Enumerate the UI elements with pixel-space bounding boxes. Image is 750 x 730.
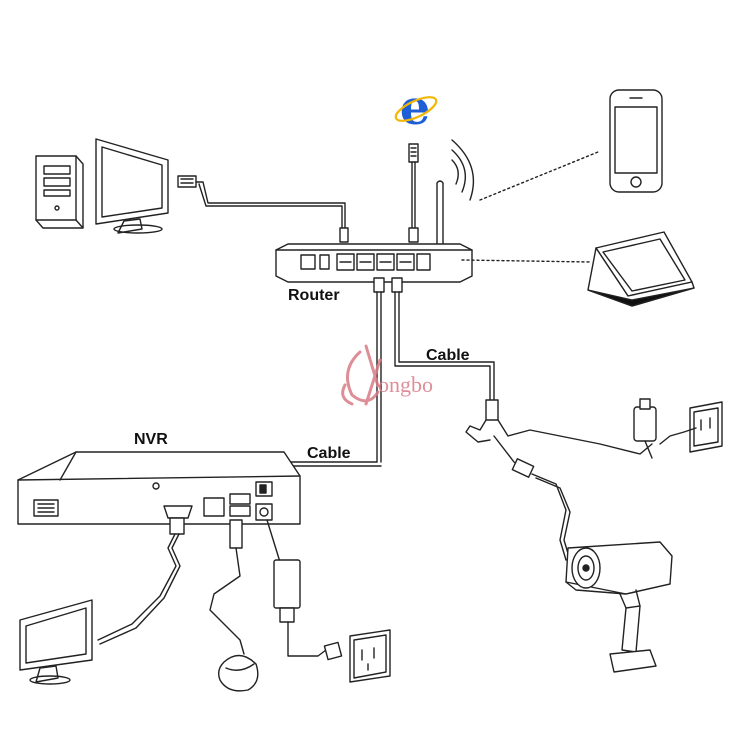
wireless-links xyxy=(461,151,599,263)
pc-cable xyxy=(177,175,349,243)
pc-monitor xyxy=(95,138,169,234)
camera-splitter xyxy=(465,399,653,561)
mouse xyxy=(217,654,259,692)
router-camera-cable-label: Cable xyxy=(426,347,470,364)
router xyxy=(275,243,473,283)
internet-cable xyxy=(408,143,419,243)
camera-power-adapter xyxy=(633,398,657,459)
nvr-monitor xyxy=(19,599,93,685)
nvr-box xyxy=(17,451,301,525)
router-label: Router xyxy=(288,287,340,304)
smartphone xyxy=(609,89,663,193)
internet-explorer-icon: e xyxy=(394,80,438,136)
laptop xyxy=(587,231,695,307)
watermark-logo xyxy=(341,344,382,406)
router-nvr-cable-label: Cable xyxy=(307,445,351,462)
watermark-text: ongbo xyxy=(378,372,433,397)
mouse-cable xyxy=(209,519,245,655)
pc-tower xyxy=(35,155,84,229)
svg-text:e: e xyxy=(400,80,431,136)
nvr-power-adapter xyxy=(266,519,343,661)
wifi-waves-icon xyxy=(451,139,475,201)
nvr-monitor-cable xyxy=(97,517,185,645)
bullet-camera xyxy=(565,541,673,673)
nvr-wall-socket xyxy=(349,629,391,683)
router-cables xyxy=(373,277,495,463)
camera-wall-socket xyxy=(659,401,723,453)
nvr-label: NVR xyxy=(134,431,168,448)
